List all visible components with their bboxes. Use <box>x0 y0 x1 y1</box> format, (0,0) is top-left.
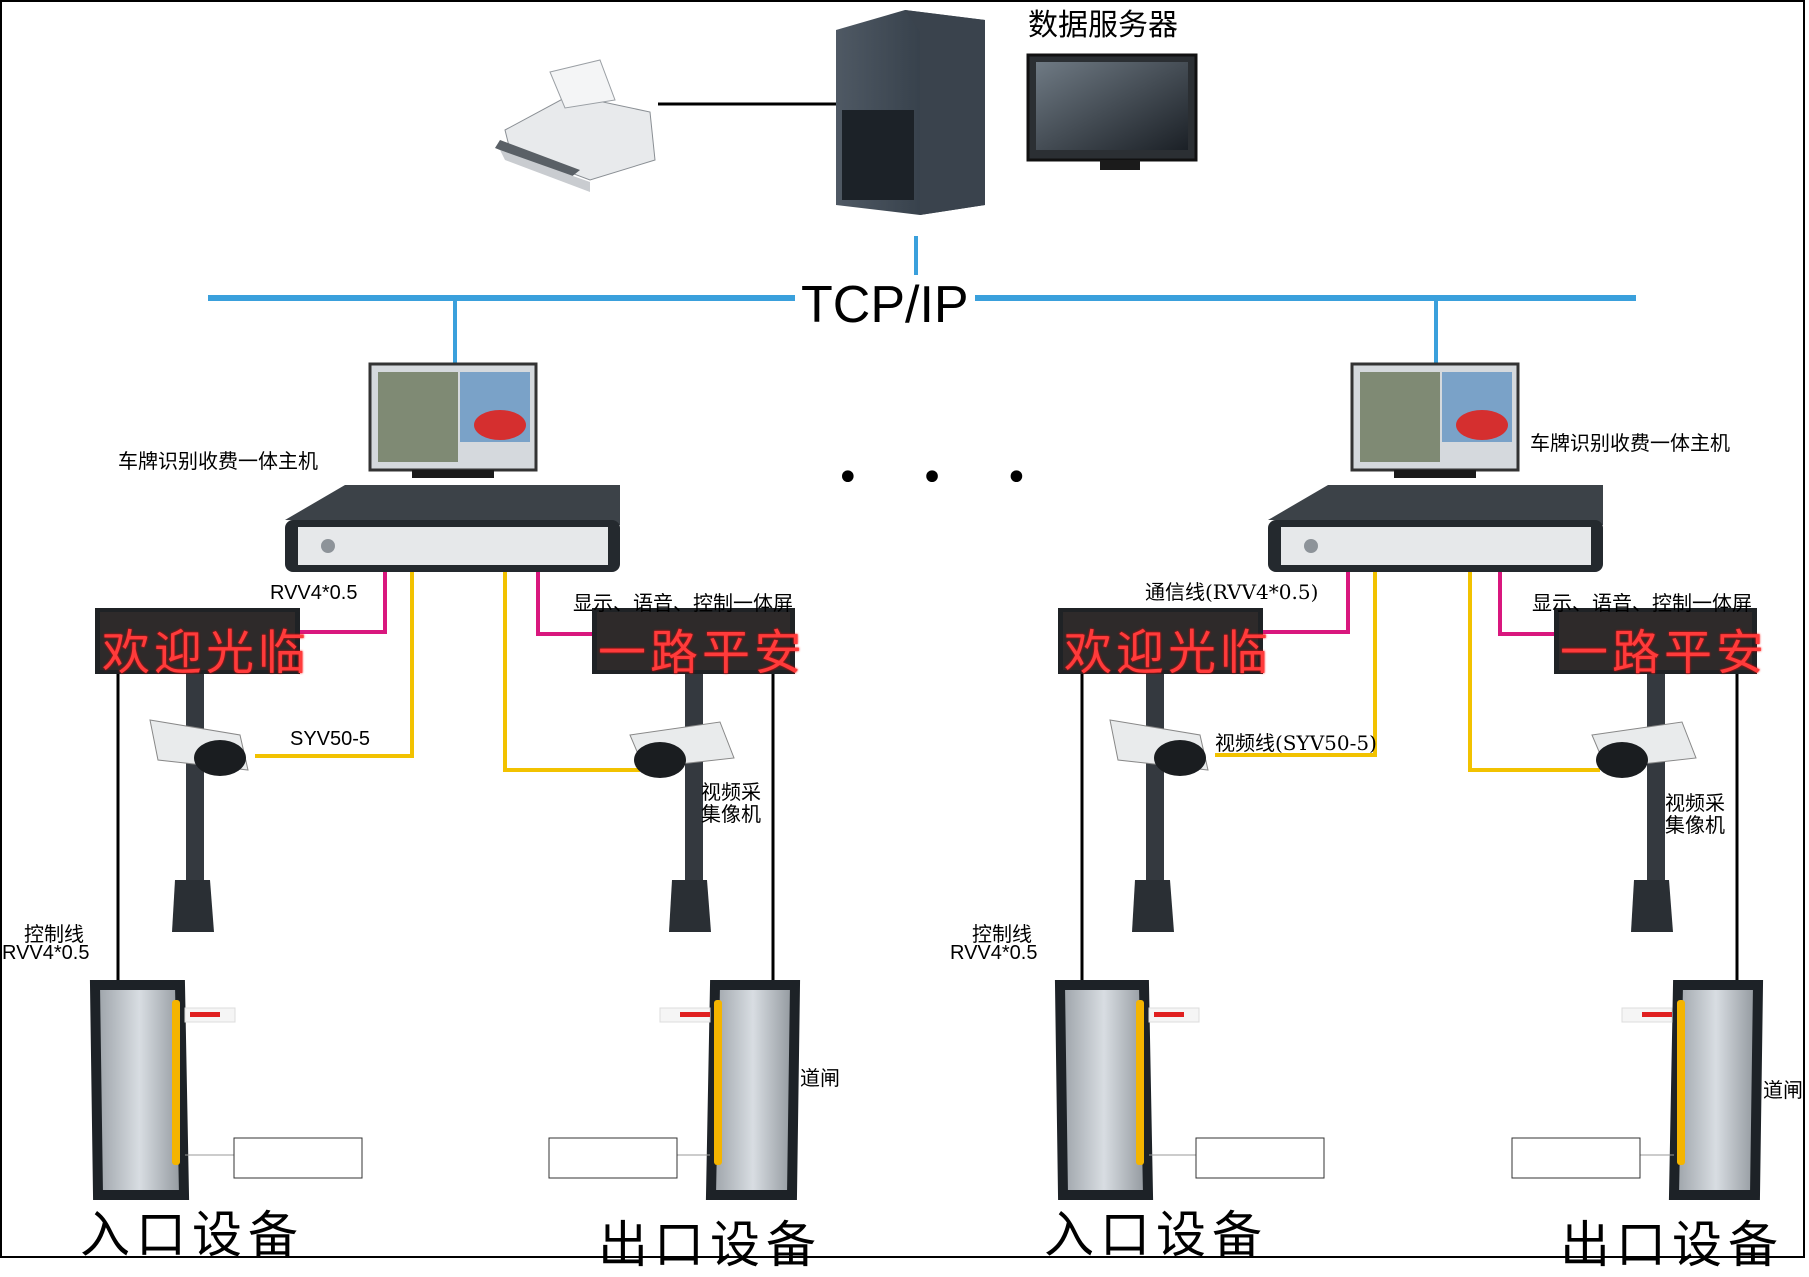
right-control-label-line1: 控制线 <box>972 922 1032 946</box>
left-entrance-comm-cable <box>300 572 387 634</box>
left-exit-label: 出口设备 <box>598 1216 822 1274</box>
server-tower-icon <box>836 10 985 215</box>
right-entrance-comm-cable <box>1262 572 1350 634</box>
right-control-label-line2: RVV4*0.5 <box>950 942 1038 964</box>
right-exit-label: 出口设备 <box>1560 1216 1784 1274</box>
left-entrance-display-text: 欢迎光临 <box>102 625 311 681</box>
right-entrance-camera-icon <box>1109 674 1209 932</box>
right-exit-camera-icon <box>1591 674 1697 932</box>
left-entrance-label: 入口设备 <box>80 1206 304 1264</box>
left-host-label: 车牌识别收费一体主机 <box>118 449 318 473</box>
left-entrance-led-screen <box>95 608 300 674</box>
right-exit-barrier-gate-icon <box>1511 980 1764 1200</box>
right-comm-cable-label: 通信线(RVV4*0.5) <box>1145 580 1319 604</box>
left-gate-label: 道闸 <box>800 1066 840 1090</box>
left-entrance-barrier-gate-icon <box>89 980 363 1200</box>
left-comm-cable-label: RVV4*0.5 <box>270 582 358 604</box>
right-entrance-led-screen <box>1058 608 1263 674</box>
right-gate-label: 道闸 <box>1763 1078 1803 1102</box>
right-host-unit-icon <box>1268 485 1603 572</box>
right-host-label: 车牌识别收费一体主机 <box>1530 431 1730 455</box>
ellipsis-more-clusters: • • • <box>836 455 1053 501</box>
right-exit-led-screen <box>1554 608 1757 674</box>
right-entrance-barrier-gate-icon <box>1054 980 1325 1200</box>
left-host-monitor-icon <box>368 362 538 478</box>
right-host-monitor-icon <box>1350 362 1520 478</box>
left-entrance-video-cable <box>255 572 414 758</box>
left-camera-label-line2: 集像机 <box>701 802 761 826</box>
left-entrance-camera-icon <box>149 674 249 932</box>
right-entrance-label: 入口设备 <box>1044 1206 1268 1264</box>
monitor-icon <box>1026 53 1198 170</box>
right-screen-label: 显示、语音、控制一体屏 <box>1532 591 1752 615</box>
left-control-label-line1: 控制线 <box>24 922 84 946</box>
left-exit-display-text: 一路平安 <box>598 625 807 681</box>
right-exit-video-cable <box>1468 572 1600 772</box>
left-exit-led-screen <box>592 608 795 674</box>
left-screen-label: 显示、语音、控制一体屏 <box>573 591 793 615</box>
right-entrance-video-cable <box>1215 572 1377 757</box>
right-video-cable-label: 视频线(SYV50-5) <box>1215 731 1377 755</box>
right-camera-label-line1: 视频采 <box>1665 791 1725 815</box>
right-camera-label-line2: 集像机 <box>1665 813 1725 837</box>
left-camera-label-line1: 视频采 <box>701 780 761 804</box>
right-exit-comm-cable <box>1498 572 1556 636</box>
right-exit-display-text: 一路平安 <box>1560 625 1769 681</box>
left-exit-barrier-gate-icon <box>548 980 801 1200</box>
left-video-cable-label: SYV50-5 <box>290 728 371 750</box>
left-exit-comm-cable <box>536 572 595 636</box>
right-entrance-display-text: 欢迎光临 <box>1064 625 1273 681</box>
left-exit-video-cable <box>503 572 640 772</box>
left-exit-camera-icon <box>629 674 735 932</box>
server-label: 数据服务器 <box>1028 8 1178 43</box>
left-control-label-line2: RVV4*0.5 <box>2 942 90 964</box>
left-host-unit-icon <box>285 485 620 572</box>
printer-icon <box>495 59 656 192</box>
tcp-ip-label: TCP/IP <box>795 275 975 335</box>
